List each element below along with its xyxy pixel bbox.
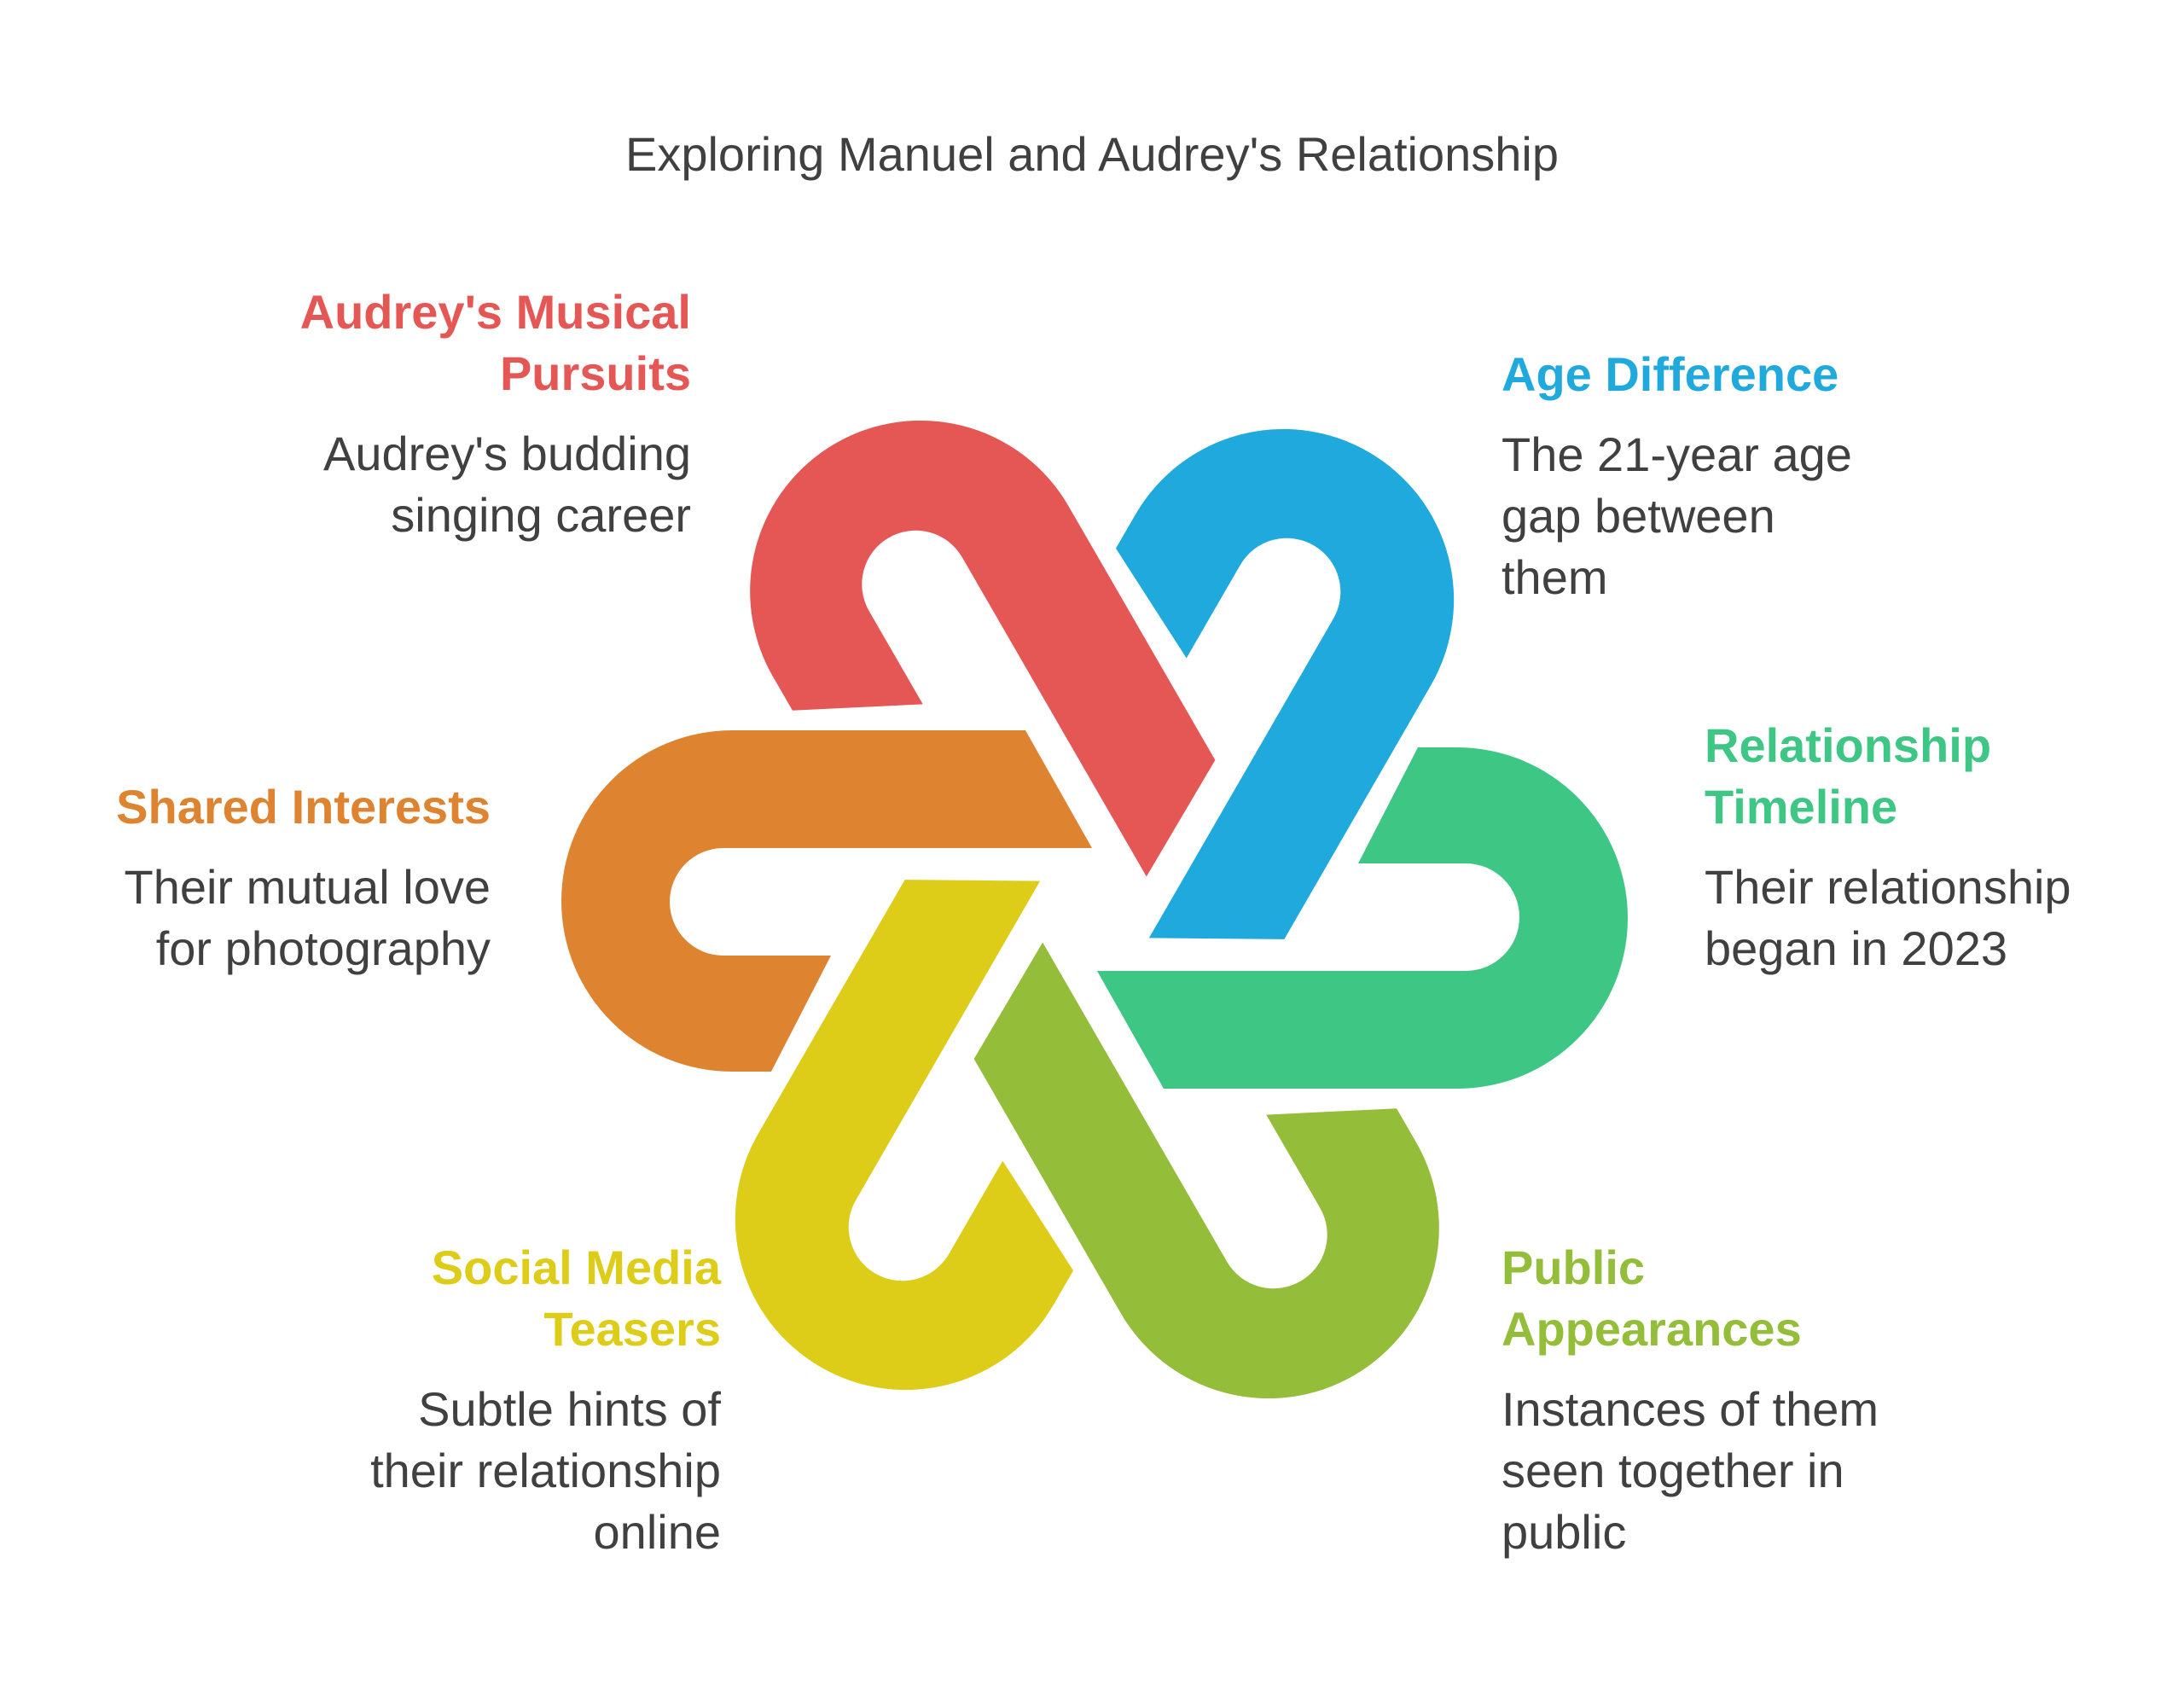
item-shared-heading: Shared Interests [116, 780, 491, 834]
loop-age [1115, 428, 1455, 939]
loop-social [735, 880, 1074, 1391]
item-age-heading: Age Difference [1502, 347, 1839, 401]
loop-shared [561, 730, 1092, 1072]
loop-public [973, 942, 1439, 1399]
loop-musical [750, 420, 1216, 877]
loop-timeline [1097, 747, 1628, 1089]
diagram-title: Exploring Manuel and Audrey's Relationsh… [624, 127, 1560, 181]
